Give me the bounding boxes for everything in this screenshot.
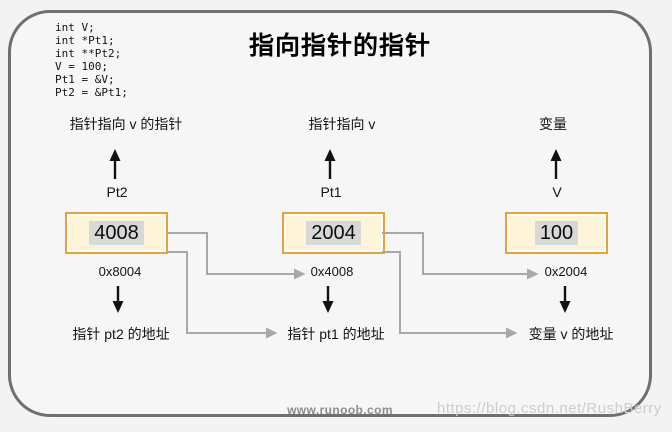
pt2-address-label: 0x8004	[98, 264, 142, 279]
pt2-description-label: 指针指向 v 的指针	[69, 116, 183, 132]
down-arrow-icon	[559, 286, 571, 313]
code-snippet: int V; int *Pt1; int **Pt2; V = 100; Pt1…	[55, 21, 128, 99]
pt1-value: 2004	[306, 221, 361, 245]
code-line: int *Pt1;	[55, 34, 115, 47]
v-value-box: 100	[505, 212, 608, 254]
v-description-label: 变量	[539, 116, 567, 132]
up-arrow-icon	[324, 149, 336, 179]
v-variable-label: V	[552, 184, 562, 200]
v-value: 100	[534, 221, 579, 245]
code-line: Pt1 = &V;	[55, 73, 115, 86]
code-line: V = 100;	[55, 60, 108, 73]
down-arrow-icon	[112, 286, 124, 313]
pt2-value: 4008	[89, 221, 144, 245]
pt1-variable-label: Pt1	[320, 184, 342, 200]
pt2-value-box: 4008	[65, 212, 168, 254]
site-credit: www.runoob.com	[287, 403, 393, 417]
pt2-variable-label: Pt2	[106, 184, 128, 200]
up-arrow-icon	[550, 149, 562, 179]
v-address-description: 变量 v 的地址	[528, 326, 614, 342]
pt1-address-description: 指针 pt1 的地址	[287, 326, 385, 342]
pt2-address-description: 指针 pt2 的地址	[72, 326, 170, 342]
pt1-description-label: 指针指向 v	[308, 116, 376, 132]
up-arrow-icon	[109, 149, 121, 179]
pt1-address-label: 0x4008	[310, 264, 354, 279]
page-title: 指向指针的指针	[248, 32, 431, 60]
code-line: int **Pt2;	[55, 47, 122, 60]
v-address-label: 0x2004	[544, 264, 588, 279]
pt1-value-box: 2004	[282, 212, 385, 254]
watermark-url: https://blog.csdn.net/RushBerry	[437, 400, 662, 417]
down-arrow-icon	[322, 286, 334, 313]
code-line: int V;	[55, 21, 95, 34]
code-line: Pt2 = &Pt1;	[55, 86, 128, 99]
